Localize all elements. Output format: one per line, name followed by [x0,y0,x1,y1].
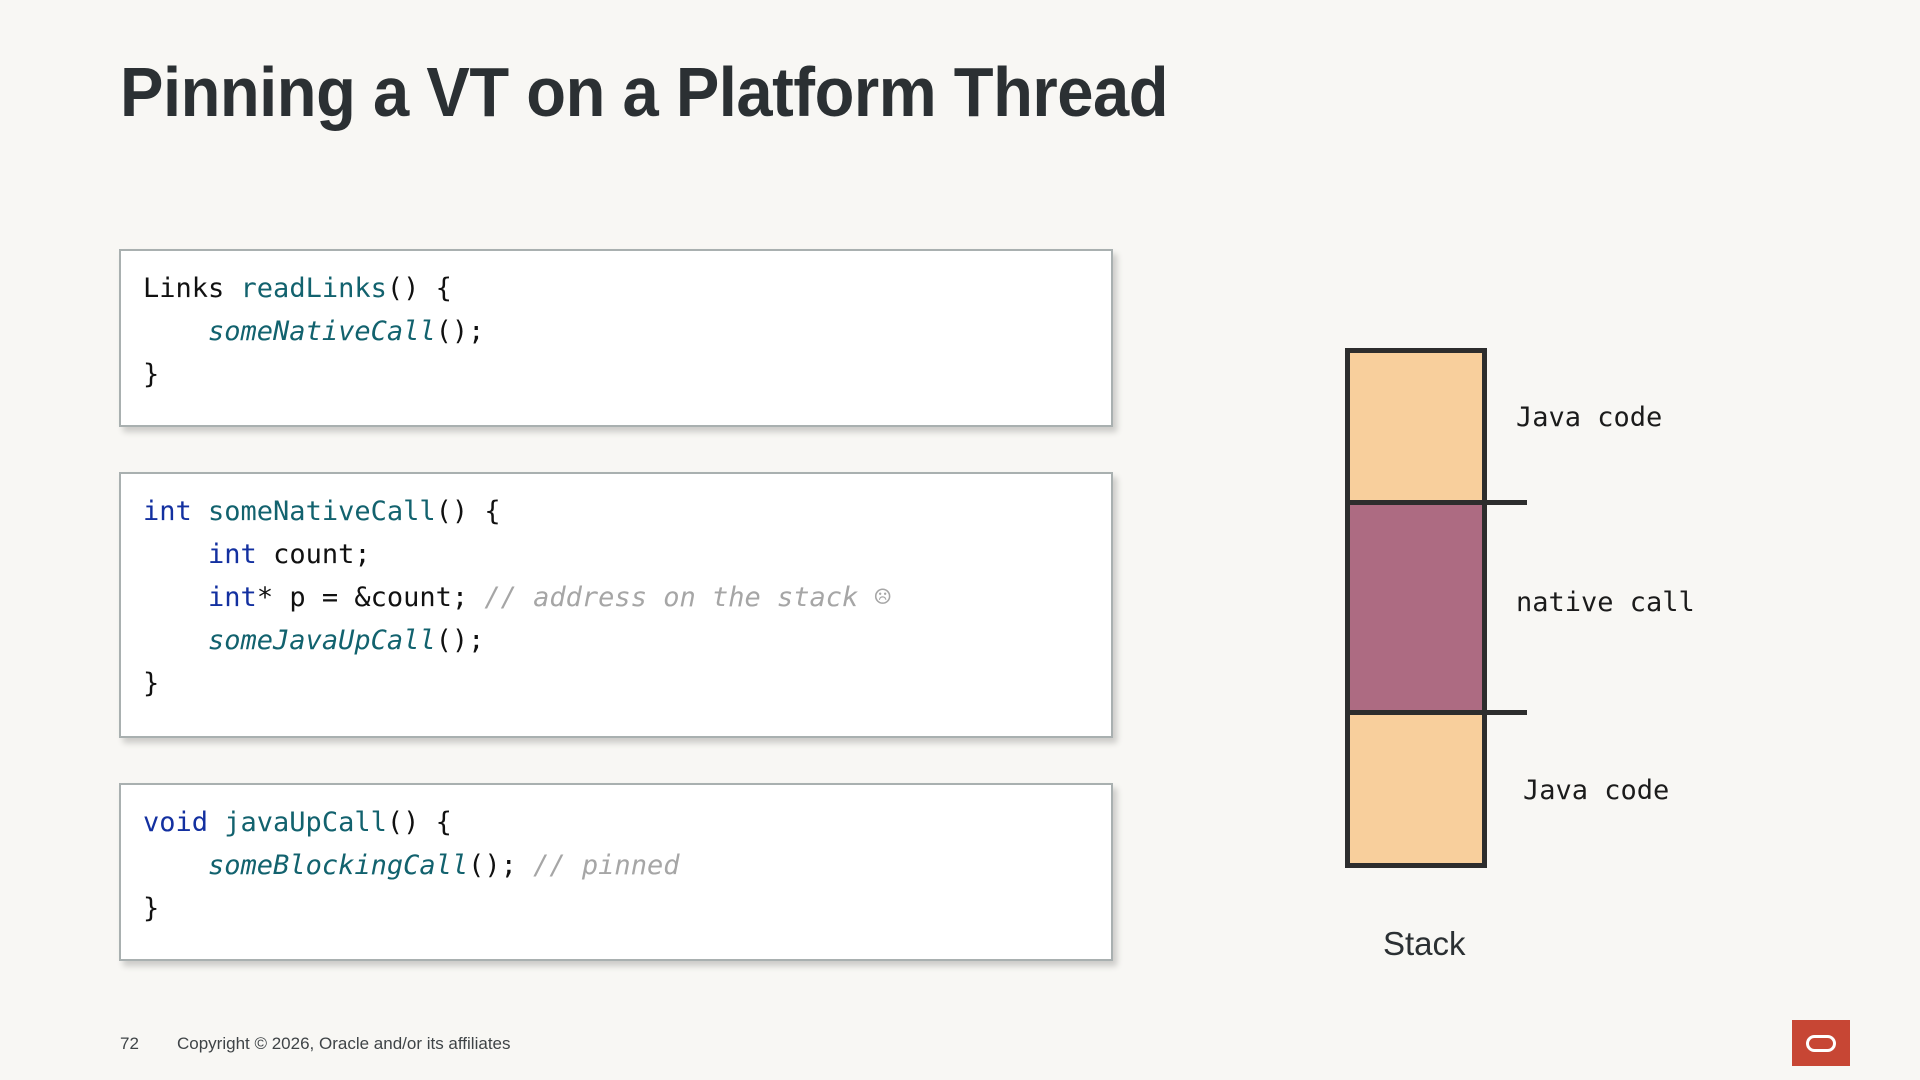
oracle-logo [1792,1020,1850,1066]
code-token-plain [143,582,208,613]
code-token-plain: } [143,893,160,924]
code-token-plain: Links [143,273,241,304]
code-token-plain: count; [256,539,371,570]
code-token-plain: () { [435,496,501,527]
code-token-type: int [143,496,209,527]
stack-label-native-call: native call [1516,587,1695,618]
code-token-plain [143,850,208,881]
stack-tick-top [1487,500,1527,505]
code-line: someJavaUpCall(); [143,619,1089,662]
code-line: } [143,353,1089,396]
code-token-comment: // pinned [533,850,680,881]
code-token-method-italic: someNativeCall [208,316,436,347]
footer-copyright: Copyright © 2026, Oracle and/or its affi… [177,1034,511,1053]
stack-segment-native-call [1345,500,1487,715]
stack-tick-bottom [1487,710,1527,715]
code-line: void javaUpCall() { [143,801,1089,844]
code-line: Links readLinks() { [143,267,1089,310]
code-line: int* p = &count; // address on the stack… [143,576,1089,619]
code-line: int count; [143,533,1089,576]
code-token-plain: * p = &count; [256,582,485,613]
code-token-plain: () { [386,273,452,304]
code-token-plain: () { [386,807,452,838]
code-token-plain: (); [435,625,485,656]
code-block-some-native-call: int someNativeCall() { int count; int* p… [119,472,1113,738]
stack-label-java-bottom: Java code [1523,775,1670,806]
stack-caption: Stack [1383,925,1466,962]
code-line: } [143,887,1089,930]
stack-diagram [1345,348,1527,868]
code-token-type: int [208,582,257,613]
code-token-comment: // address on the stack [484,582,875,613]
code-token-plain [143,316,208,347]
footer-page-number: 72 [120,1034,139,1053]
code-token-plain [143,625,208,656]
code-line: someNativeCall(); [143,310,1089,353]
code-line: } [143,662,1089,705]
code-token-method: readLinks [240,273,387,304]
code-token-plain: } [143,668,160,699]
oracle-logo-icon [1806,1034,1836,1052]
code-token-method: someNativeCall [208,496,436,527]
code-token-plain [143,539,208,570]
code-token-plain: (); [468,850,534,881]
stack-label-java-top: Java code [1516,402,1663,433]
code-token-method-italic: someBlockingCall [208,850,469,881]
code-block-java-up-call: void javaUpCall() { someBlockingCall(); … [119,783,1113,961]
code-token-plain: } [143,359,160,390]
code-block-read-links: Links readLinks() { someNativeCall();} [119,249,1113,427]
code-token-plain: (); [435,316,485,347]
code-token-method-italic: someJavaUpCall [208,625,436,656]
stack-segment-java-bottom [1345,710,1487,868]
code-token-type: int [208,539,257,570]
code-token-emoji: ☹ [874,582,891,613]
stack-segment-java-top [1345,348,1487,505]
code-token-type: void [143,807,225,838]
code-line: someBlockingCall(); // pinned [143,844,1089,887]
code-line: int someNativeCall() { [143,490,1089,533]
code-token-method: javaUpCall [224,807,387,838]
page-title: Pinning a VT on a Platform Thread [120,53,1169,131]
